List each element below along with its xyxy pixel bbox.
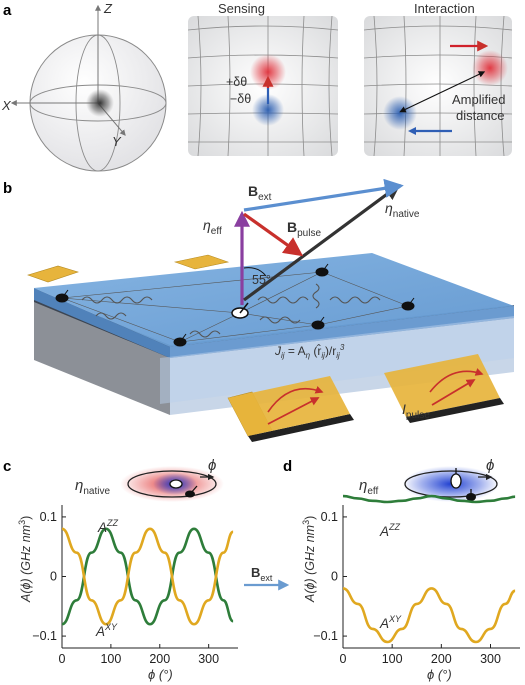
series-line-azz [342,494,516,504]
inset-c: ηnative ϕ [75,457,224,502]
series-line-axy [61,527,234,626]
x-tick-label: 300 [198,652,219,666]
eta-eff-label: ηeff [203,217,222,237]
chart-c-ylabel: A(ϕ) (GHz nm3) [17,516,33,603]
inset-d-label: ηeff [359,477,378,497]
angle-label: 55° [252,273,271,287]
y-tick-label: −0.1 [313,629,338,643]
panel-label-d: d [283,458,292,475]
y-tick-label: 0.1 [321,510,338,524]
minus-dtheta-label: −δθ [230,92,251,106]
x-tick-label: 0 [340,652,347,666]
y-tick-label: −0.1 [32,629,57,643]
b-pulse-label: Bpulse [287,219,321,239]
bloch-sphere: Z X Y [1,1,167,172]
inset-d-phi: ϕ [486,457,494,474]
chart-d-ylabel: A(ϕ) (GHz nm3) [301,516,317,603]
eta-native-label: ηnative [385,200,420,220]
plus-dtheta-label: +δθ [226,75,247,89]
sensing-title: Sensing [218,1,265,16]
annot-c-xy: AXY [95,622,118,639]
inset-c-phi: ϕ [208,457,216,474]
axis-y-label: Y [112,134,122,149]
interaction-panel: Amplified distance [364,16,512,156]
y-tick-label: 0 [50,570,57,584]
axis-x-label: X [1,98,12,113]
y-tick-label: 0 [331,570,338,584]
sensing-panel: +δθ −δθ [188,16,338,156]
panel-label-c: c [3,458,11,475]
annot-c-zz: AZZ [97,518,119,535]
coupling-formula: Jij = Aη (r̂ij)/rij3 [274,343,345,360]
chart-d-xlabel: ϕ (°) [427,667,452,682]
interaction-title: Interaction [414,1,475,16]
bext-arrow: Bext [244,565,290,591]
x-tick-label: 100 [100,652,121,666]
bext-arrow-label: Bext [251,565,273,583]
x-tick-label: 0 [59,652,66,666]
amplified-label-2: distance [456,108,504,123]
x-tick-label: 100 [382,652,403,666]
inset-d: ηeff ϕ [359,457,499,502]
x-tick-label: 300 [480,652,501,666]
series-line-axy [342,587,516,644]
b-ext-label: Bext [248,183,272,203]
axis-z-label: Z [103,1,113,16]
x-tick-label: 200 [431,652,452,666]
series-line-azz [61,527,234,626]
annot-d-zz: AZZ [379,522,401,539]
annot-d-xy: AXY [379,614,402,631]
chart-c-xlabel: ϕ (°) [148,667,173,682]
i-pulse-label: Ipulse [402,401,430,421]
inset-c-label: ηnative [75,477,110,497]
device-schematic: 55° Bext Bpulse ηeff ηnative Jij = Aη (r… [27,178,514,442]
panel-label-a: a [3,2,12,19]
y-tick-label: 0.1 [40,510,57,524]
b-ext-vector [243,178,404,212]
panel-label-b: b [3,180,12,197]
b-pulse-vector [243,212,304,257]
amplified-label-1: Amplified [452,92,505,107]
x-tick-label: 200 [149,652,170,666]
eta-native-vector [243,184,401,302]
